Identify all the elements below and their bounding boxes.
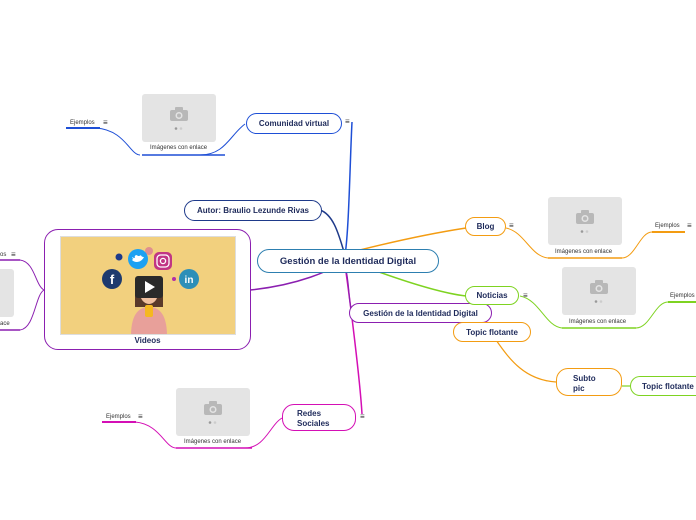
topic-flotante-secondary-label: Topic flotante: [642, 381, 694, 391]
subtopic-label: Subtopic: [573, 374, 596, 393]
carousel-dots-icon: [208, 421, 217, 424]
carousel-dots-icon: [594, 300, 603, 303]
svg-text:f: f: [110, 272, 115, 287]
author-node[interactable]: Autor: Braulio Lezunde Rivas: [184, 200, 322, 221]
author-label: Autor: Braulio Lezunde Rivas: [196, 206, 309, 215]
svg-text:in: in: [185, 275, 194, 286]
noticias-node[interactable]: Noticias: [465, 286, 519, 305]
central-topic-label: Gestión de la Identidad Digital: [279, 255, 417, 267]
subtopic-node[interactable]: Subtopic: [556, 368, 622, 396]
noticias-image-placeholder[interactable]: [562, 267, 636, 315]
redes-image-placeholder[interactable]: [176, 388, 250, 436]
gestion-secondary-node[interactable]: Gestión de la Identidad Digital: [349, 303, 492, 323]
comunidad-examples-menu-icon[interactable]: ≡: [103, 118, 108, 127]
comunidad-image-caption: Imágenes con enlace: [150, 145, 208, 151]
left-partial-image-caption: ace: [0, 321, 10, 327]
blog-examples-menu-icon[interactable]: ≡: [687, 221, 692, 230]
comunidad-virtual-label: Comunidad virtual: [258, 119, 330, 128]
redes-image-caption: Imágenes con enlace: [184, 439, 242, 445]
camera-icon: [204, 401, 222, 416]
redes-examples-menu-icon[interactable]: ≡: [138, 412, 143, 421]
redes-menu-icon[interactable]: ≡: [360, 412, 365, 421]
blog-image-caption: Imágenes con enlace: [555, 249, 613, 255]
blog-node[interactable]: Blog: [465, 217, 506, 236]
comunidad-image-placeholder[interactable]: [142, 94, 216, 142]
redes-examples-label[interactable]: Ejemplos: [106, 414, 131, 420]
blog-examples-label[interactable]: Ejemplos: [655, 223, 680, 229]
blog-image-placeholder[interactable]: [548, 197, 622, 245]
carousel-dots-icon: [174, 127, 183, 130]
left-partial-menu-icon[interactable]: ≡: [11, 250, 16, 259]
video-thumbnail[interactable]: f in: [60, 236, 236, 335]
videos-node[interactable]: f in Videos: [44, 229, 251, 350]
camera-icon: [576, 210, 594, 225]
blog-label: Blog: [476, 222, 495, 231]
noticias-examples-label[interactable]: Ejemplos: [670, 293, 695, 299]
redes-sociales-node[interactable]: Redes Sociales: [282, 404, 356, 431]
central-topic[interactable]: Gestión de la Identidad Digital: [257, 249, 439, 273]
carousel-dots-icon: [580, 230, 589, 233]
noticias-image-caption: Imágenes con enlace: [569, 319, 627, 325]
camera-icon: [170, 107, 188, 122]
social-media-illustration: f in: [102, 247, 199, 334]
comunidad-virtual-node[interactable]: Comunidad virtual: [246, 113, 342, 134]
left-partial-image-placeholder[interactable]: [0, 269, 14, 317]
camera-icon: [590, 280, 608, 295]
comunidad-menu-icon[interactable]: ≡: [345, 117, 350, 126]
noticias-menu-icon[interactable]: ≡: [523, 291, 528, 300]
topic-flotante-label: Topic flotante: [466, 327, 518, 337]
gestion-secondary-label: Gestión de la Identidad Digital: [363, 308, 478, 318]
left-partial-examples-label[interactable]: os: [0, 252, 7, 258]
videos-label: Videos: [134, 336, 161, 345]
topic-flotante-secondary-node[interactable]: Topic flotante: [630, 376, 696, 396]
noticias-label: Noticias: [476, 291, 508, 300]
comunidad-examples-label[interactable]: Ejemplos: [70, 120, 95, 126]
blog-menu-icon[interactable]: ≡: [509, 221, 514, 230]
redes-sociales-label: Redes Sociales: [297, 409, 330, 428]
topic-flotante-node[interactable]: Topic flotante: [453, 322, 531, 342]
